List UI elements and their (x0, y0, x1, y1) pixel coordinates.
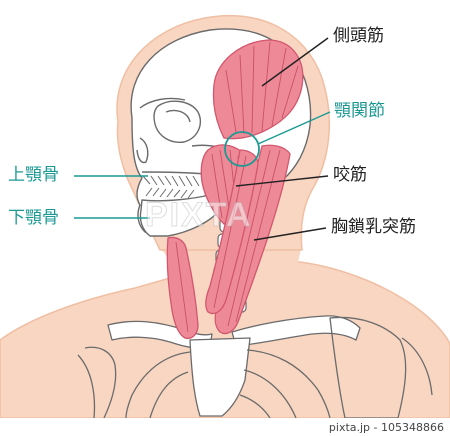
leader-masseter (235, 175, 329, 187)
nasal-cavity (136, 137, 149, 164)
muscles (166, 39, 304, 340)
rib-4 (243, 369, 297, 419)
leader-temporalis (261, 37, 329, 87)
brow-ridge (139, 97, 186, 109)
leader-tmj (257, 111, 331, 145)
label-tmj: 顎関節 (334, 101, 385, 121)
upper-teeth (142, 175, 200, 187)
mandible (139, 181, 223, 237)
tmj-highlight-circle (224, 131, 260, 167)
label-mandible: 下顎骨 (8, 208, 59, 228)
footer-credit: pixta.jp - 105348866 (328, 421, 444, 434)
scapula-left (84, 346, 117, 419)
label-temporalis: 側頭筋 (333, 26, 384, 46)
maxilla-outline (141, 171, 206, 175)
label-scm: 胸鎖乳突筋 (331, 217, 416, 237)
scm-muscle-mid (205, 149, 259, 315)
scapula-right (329, 316, 407, 419)
footer-bar: pixta.jp - 105348866 (0, 418, 450, 436)
scm-muscle-left (166, 236, 199, 340)
rib-1 (125, 351, 191, 419)
rib-3 (246, 349, 331, 419)
label-masseter: 咬筋 (333, 165, 367, 185)
temporalis-muscle (212, 39, 304, 140)
torso-bones (77, 315, 433, 419)
upper-arm-right (401, 337, 433, 396)
watermark: PIXTA (145, 196, 253, 235)
sternum (189, 337, 251, 417)
right-clavicle (231, 315, 361, 347)
leader-lines (74, 37, 331, 241)
lower-teeth (145, 187, 195, 199)
rib-5 (239, 394, 271, 419)
label-maxilla: 上顎骨 (8, 165, 59, 185)
rib-2 (149, 371, 189, 419)
upper-arm-left (77, 354, 96, 419)
orbit-inner (165, 109, 191, 123)
leader-scm (253, 227, 327, 241)
orbit (153, 100, 202, 143)
